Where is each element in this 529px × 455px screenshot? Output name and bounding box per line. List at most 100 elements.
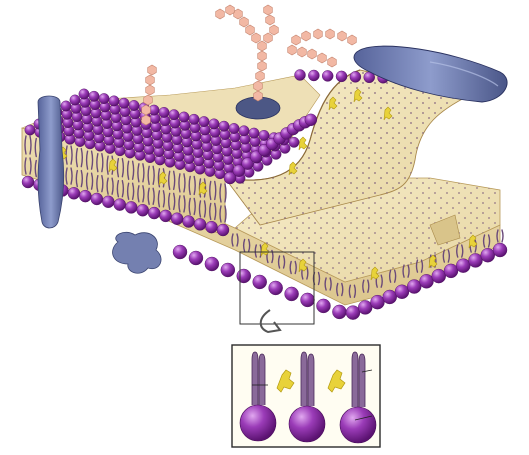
inset-lipid-tail [252,352,258,405]
carbohydrate-unit [308,49,317,59]
phospholipid-head [419,274,433,288]
carbohydrate-unit [254,81,263,91]
carbohydrate-unit [288,45,297,55]
phospholipid-head [301,293,315,307]
phospholipid-head [189,251,203,265]
carbohydrate-unit [318,53,327,63]
phospholipid-head [285,287,299,301]
carbohydrate-unit [148,65,157,75]
phospholipid-head [89,91,99,101]
inset-lipid-tail [308,354,314,406]
phospholipid-head [79,89,89,99]
carbohydrate-unit [258,41,267,51]
carbohydrate-unit [264,5,273,15]
inset-lipid-tail [259,354,265,405]
carbohydrate-unit [256,71,265,81]
phospholipid-head [383,290,397,304]
phospholipid-head [305,114,317,126]
carbohydrate-unit [328,57,337,67]
inset-lipid-tail [352,352,358,407]
carbohydrate-unit [216,9,225,19]
phospholipid-head [102,196,114,208]
phospholipid-head [221,263,235,277]
phospholipid-head [173,245,187,259]
carbohydrate-unit [146,85,155,95]
carbohydrate-unit [292,35,301,45]
phospholipid-head [407,280,421,294]
inset-phospholipid-head [240,405,276,441]
phospholipid-head [350,71,361,82]
carbohydrate-unit [142,105,151,115]
carbohydrate-unit [338,31,347,41]
carbohydrate-unit [270,25,279,35]
phospholipid-head [125,201,137,213]
phospholipid-head [346,306,360,320]
carbohydrate-unit [326,29,335,39]
phospholipid-head [237,269,251,283]
phospholipid-head [91,193,103,205]
phospholipid-head [322,70,333,81]
phospholipid-head [259,130,269,140]
integral-protein-left [38,96,64,228]
inset-phospholipid-head [289,406,325,442]
phospholipid-head [137,204,149,216]
phospholipid-head [481,248,495,262]
phospholipid-head [189,114,199,124]
phospholipid-head [219,121,229,131]
carbohydrate-unit [240,17,249,27]
phospholipid-head [444,264,458,278]
cholesterol [299,137,307,150]
phospholipid-head [114,199,126,211]
phospholipid-head [183,216,195,228]
inset-phospholipid-head [340,407,376,443]
phospholipid-head [159,107,169,117]
phospholipid-head [295,70,306,81]
phospholipid-head [253,275,267,289]
phospholipid-head [395,285,409,299]
phospholipid-head [79,190,91,202]
phospholipid-head [217,224,229,236]
phospholipid-head [209,119,219,129]
inset-lipid-tail [301,352,307,406]
phospholipid-head [169,110,179,120]
phospholipid-head [229,123,239,133]
phospholipid-head [171,213,183,225]
phospholipid-head [332,305,346,319]
carbohydrate-unit [254,91,263,101]
carbohydrate-unit [298,47,307,57]
phospholipid-head [25,125,35,135]
carbohydrate-unit [246,25,255,35]
phospholipid-head [308,70,319,81]
phospholipid-head [68,187,80,199]
carbohydrate-unit [348,35,357,45]
phospholipid-head [160,210,172,222]
phospholipid-head [109,96,119,106]
carbohydrate-unit [258,51,267,61]
phospholipid-head [148,207,160,219]
carbohydrate-unit [302,31,311,41]
phospholipid-head [199,116,209,126]
phospholipid-head [289,137,299,147]
phospholipid-head [493,243,507,257]
phospholipid-head [119,98,129,108]
carbohydrate-unit [266,15,275,25]
phospholipid-head [194,218,206,230]
peripheral-protein-inner [113,232,162,273]
phospholipid-head [249,128,259,138]
phospholipid-head [99,93,109,103]
lipid-tail-strand [502,230,503,242]
phospholipid-head [316,299,330,313]
carbohydrate-unit [264,33,273,43]
phospholipid-head [205,257,219,271]
phospholipid-head [206,221,218,233]
carbohydrate-unit [314,29,323,39]
carbohydrate-unit [258,61,267,71]
inset-lipid-tail [359,354,365,407]
carbohydrate-unit [142,115,151,125]
carbohydrate-unit [226,5,235,15]
carbohydrate-unit [234,9,243,19]
phospholipid-head [269,281,283,295]
phospholipid-head [370,295,384,309]
phospholipid-head [22,176,34,188]
